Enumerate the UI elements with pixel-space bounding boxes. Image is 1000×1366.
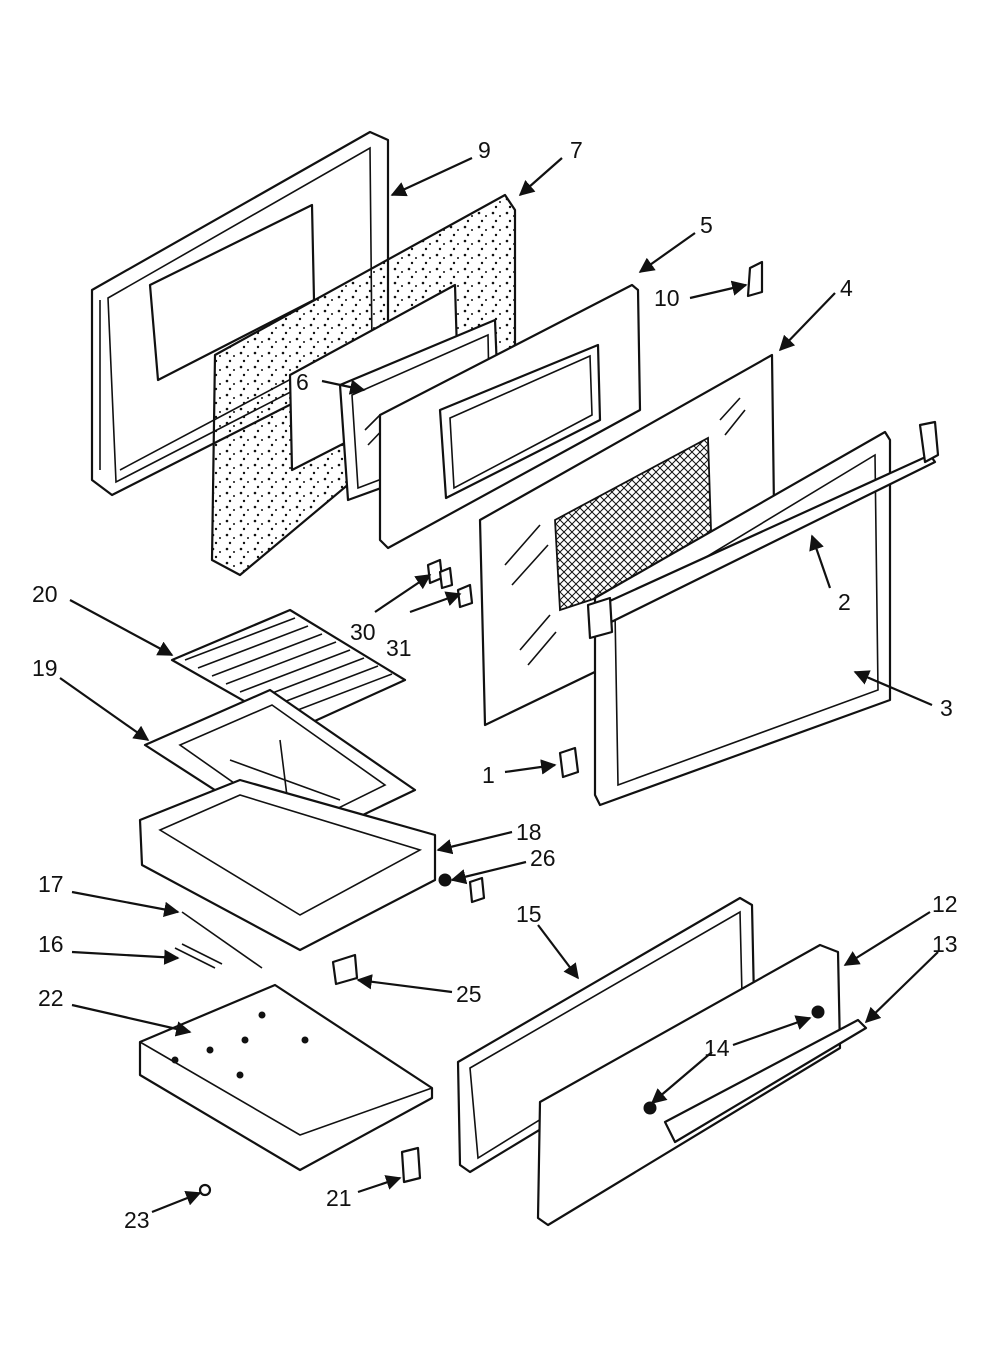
callout-23: 23 (124, 1207, 150, 1233)
callout-26: 26 (530, 845, 556, 871)
callout-4: 4 (840, 275, 853, 301)
callout-13: 13 (932, 931, 958, 957)
part-22-drawer-bottom (138, 983, 434, 1172)
callout-22: 22 (38, 985, 64, 1011)
part-13-drawer-handle (663, 1018, 868, 1144)
callout-17: 17 (38, 871, 64, 897)
leader-lines (59, 157, 939, 1214)
callout-7: 7 (570, 137, 583, 163)
part-3-door-frame (593, 430, 892, 807)
part-10-clip (746, 260, 764, 298)
callout-19: 19 (32, 655, 58, 681)
callout-30: 30 (350, 619, 376, 645)
part-21-bracket (400, 1146, 422, 1184)
part-1-latch (558, 746, 580, 779)
part-30-bracket (426, 558, 454, 590)
callout-31: 31 (386, 635, 412, 661)
part-12-drawer-front (536, 943, 842, 1227)
callout-21: 21 (326, 1185, 352, 1211)
callout-1: 1 (482, 762, 495, 788)
callout-6: 6 (296, 369, 309, 395)
part-17-rod (181, 911, 263, 969)
callout-3: 3 (940, 695, 953, 721)
part-14-screws (643, 1005, 825, 1115)
part-18-drawer-body (138, 778, 437, 952)
callout-labels: 9 7 5 10 4 6 2 20 30 31 19 3 1 18 26 17 … (32, 137, 958, 1233)
part-16-spring (174, 943, 223, 969)
part-23-grommet (198, 1183, 212, 1197)
part-2-door-handle (586, 420, 940, 640)
part-20-broiler-grid (170, 608, 407, 732)
part-26-screw (438, 873, 486, 904)
callout-2: 2 (838, 589, 851, 615)
part-5-inner-door-panel (378, 283, 642, 550)
callout-25: 25 (456, 981, 482, 1007)
callout-16: 16 (38, 931, 64, 957)
callout-10: 10 (654, 285, 680, 311)
callout-20: 20 (32, 581, 58, 607)
callout-12: 12 (932, 891, 958, 917)
part-25-bracket (331, 953, 359, 986)
callout-5: 5 (700, 212, 713, 238)
callout-18: 18 (516, 819, 542, 845)
callout-15: 15 (516, 901, 542, 927)
part-31-bracket (456, 583, 474, 609)
callout-9: 9 (478, 137, 491, 163)
callout-14: 14 (704, 1035, 730, 1061)
